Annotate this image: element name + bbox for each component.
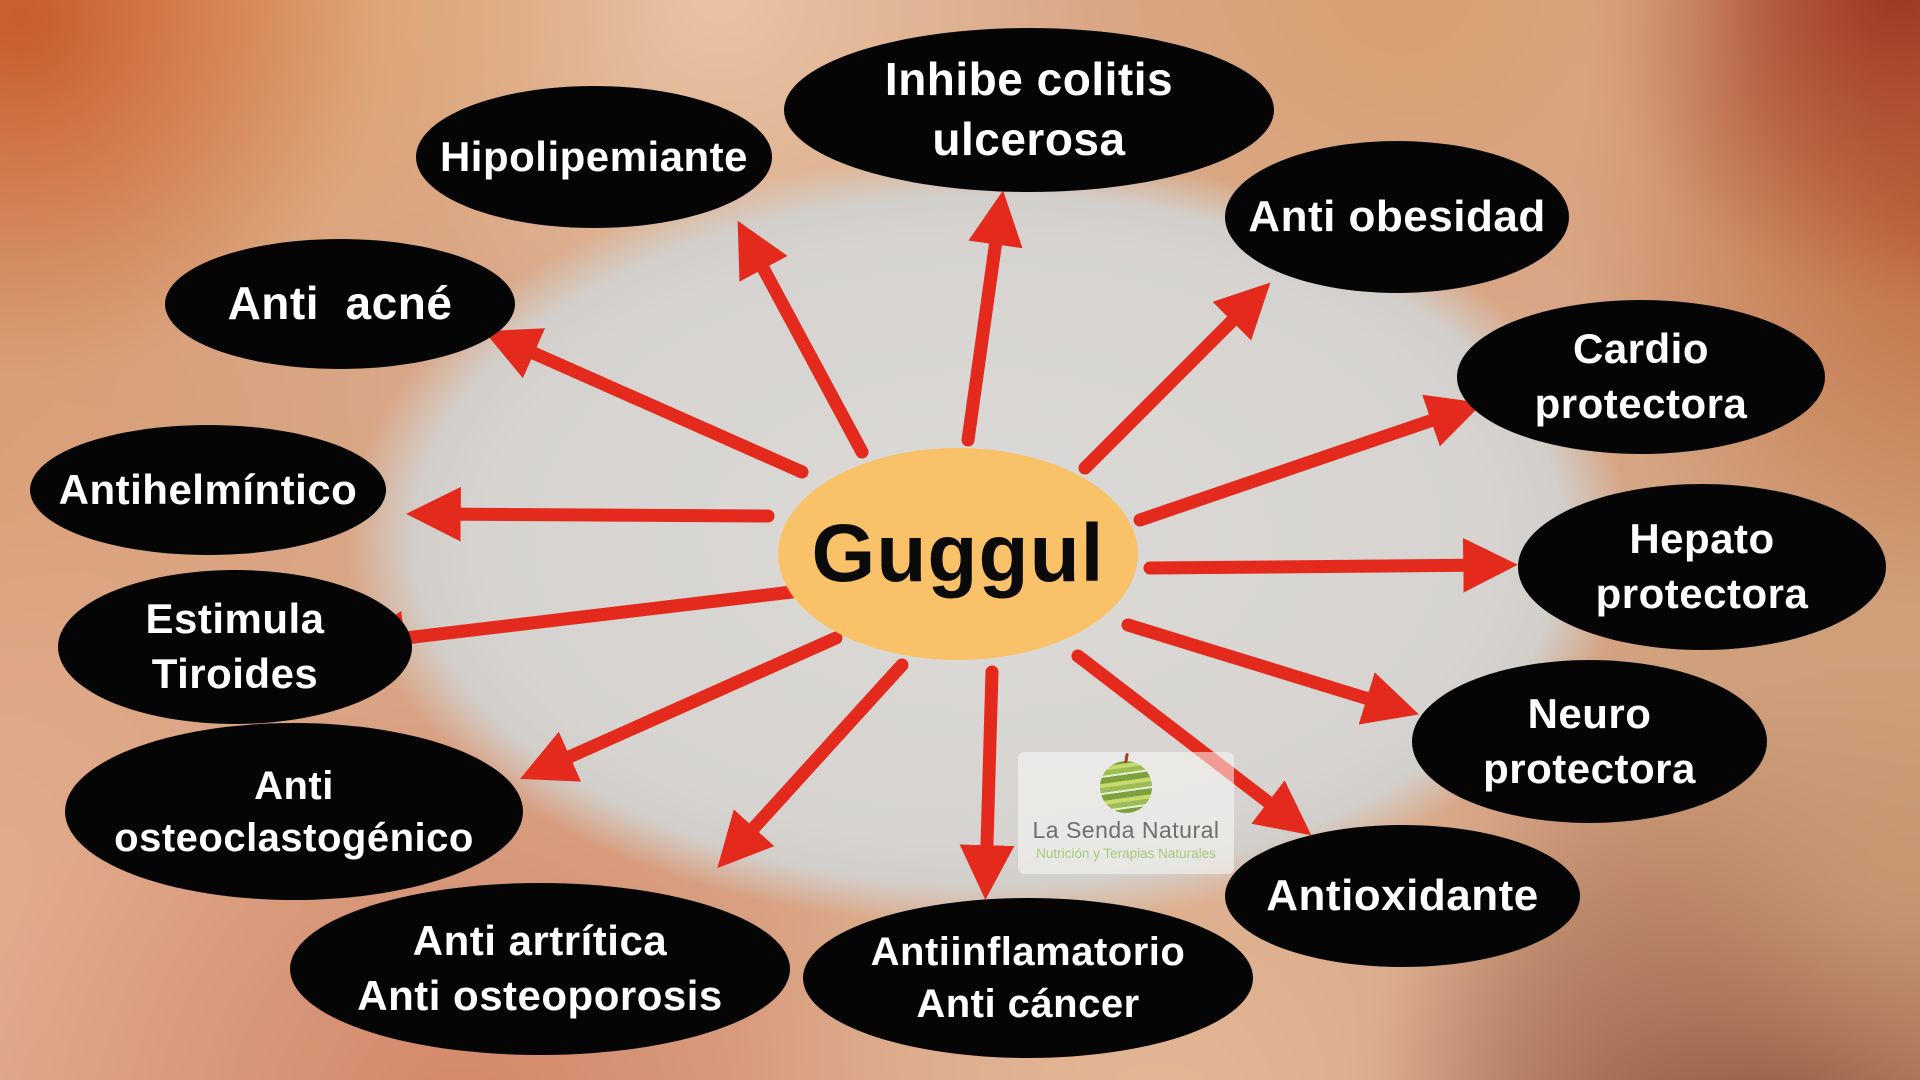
node-antiinflamatorio: Antiinflamatorio Anti cáncer [803,898,1253,1058]
arrow-to-hepato [1143,537,1518,593]
node-estimula-tiroides: Estimula Tiroides [58,570,412,724]
node-hepato-protectora: Hepato protectora [1518,484,1886,650]
watermark: La Senda Natural Nutrición y Terapias Na… [1018,752,1234,874]
node-anti-obesidad: Anti obesidad [1225,141,1569,293]
node-inhibe-colitis: Inhibe colitis ulcerosa [784,28,1274,192]
arrow-to-antihelmintico [406,486,775,542]
arrow-to-antioxidante [1071,649,1312,836]
watermark-brand: La Senda Natural [1032,817,1220,843]
center-node-guggul: Guggul [778,448,1138,660]
arrow-to-anti-artritica [717,658,909,869]
watermark-tagline: Nutrición y Terapias Naturales [1036,846,1216,861]
arrow-to-estimula [350,585,799,666]
node-neuro-protectora: Neuro protectora [1412,660,1767,823]
node-anti-osteoclastogenico: Anti osteoclastogénico [65,723,523,900]
arrow-to-antiinflamatorio [959,665,1015,900]
arrow-to-inhibe-colitis [961,190,1023,447]
node-anti-acne: Anti acné [165,239,515,369]
apple-logo-icon [1100,761,1152,813]
node-anti-artritica: Anti artrítica Anti osteoporosis [290,883,790,1055]
arrow-to-osteoclastogenico [520,631,843,782]
node-antihelmintico: Antihelmíntico [30,425,386,555]
arrow-to-hipolipemiante [737,220,869,459]
node-hipolipemiante: Hipolipemiante [416,86,772,228]
arrow-to-anti-obesidad [1078,282,1271,475]
node-antioxidante: Antioxidante [1225,825,1580,967]
arrow-to-neuro [1121,618,1419,725]
arrow-to-cardio [1133,394,1483,527]
node-cardio-protectora: Cardio protectora [1457,300,1825,454]
arrow-to-anti-acne [484,328,809,479]
